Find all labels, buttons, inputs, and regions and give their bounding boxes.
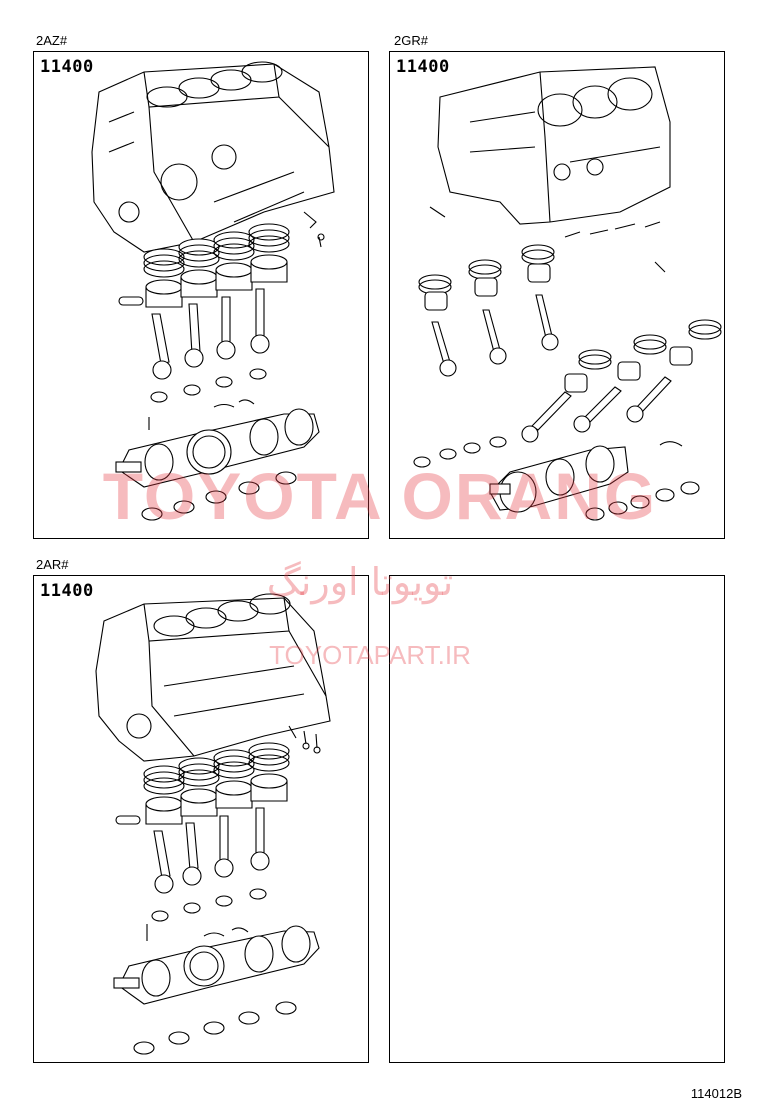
piston-row-right-bank — [521, 319, 722, 443]
rod-bearings — [146, 888, 267, 941]
main-bearings — [141, 471, 297, 521]
panel-2az: 11400 — [33, 51, 369, 539]
bolt-set — [429, 206, 666, 273]
panel-2ar: 11400 — [33, 575, 369, 1063]
crankshaft — [113, 925, 320, 1005]
rod-bearings — [413, 436, 683, 468]
part-number-label: 11400 — [396, 57, 450, 77]
panel-caption-2az: 2AZ# — [36, 33, 68, 48]
watermark-url: TOYOTAPART.IR — [269, 640, 471, 670]
engine-block-drawing-2ar — [95, 593, 331, 1055]
watermark-latin: TOYOTA ORANG — [102, 459, 658, 533]
piston-row — [115, 742, 290, 825]
watermark-farsi: تویوتا اورنگ — [266, 560, 454, 604]
bolt-set — [303, 211, 325, 248]
piston-row-left-bank — [418, 244, 559, 377]
part-number-label: 11400 — [40, 581, 94, 601]
main-bearings — [133, 1001, 297, 1055]
connecting-rods — [153, 807, 270, 894]
cylinder-block — [95, 593, 331, 762]
panel-empty — [389, 575, 725, 1063]
figure-code: 114012B — [690, 1086, 742, 1101]
cylinder-block-v6 — [437, 66, 671, 225]
panel-2gr: 11400 — [389, 51, 725, 539]
rod-bearings — [148, 368, 267, 430]
cylinder-block — [91, 61, 335, 253]
part-number-label: 11400 — [40, 57, 94, 77]
panel-caption-2ar: 2AR# — [36, 557, 69, 572]
crankshaft — [115, 408, 320, 488]
crankshaft — [489, 445, 629, 513]
main-bearings — [585, 481, 700, 521]
engine-block-drawing-2az — [91, 61, 335, 521]
bolt-set — [288, 725, 321, 754]
connecting-rods — [151, 288, 270, 380]
engine-block-drawing-2gr — [413, 66, 722, 521]
panel-caption-2gr: 2GR# — [394, 33, 428, 48]
piston-row — [118, 223, 290, 308]
